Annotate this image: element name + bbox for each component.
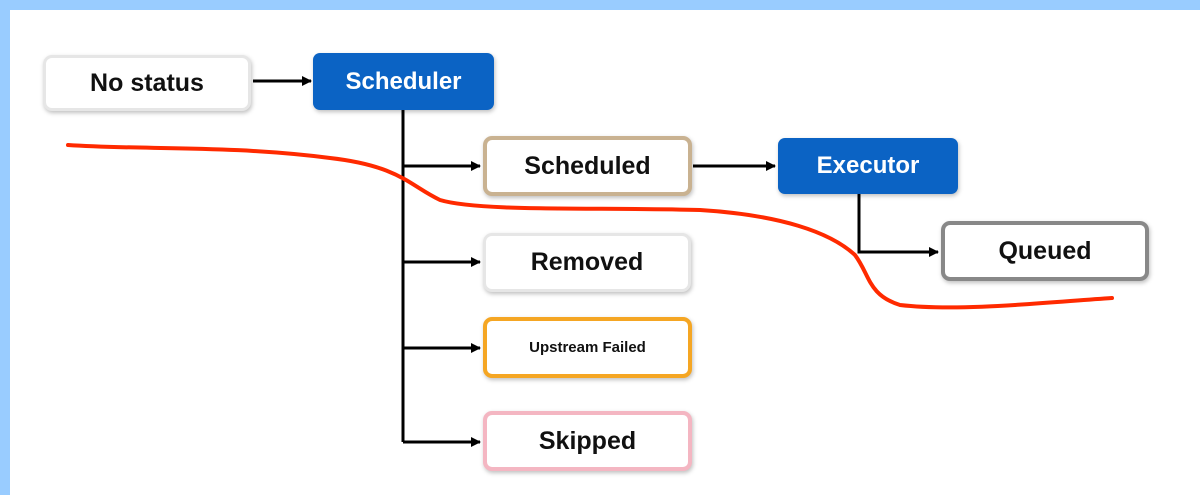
node-scheduler: Scheduler (313, 53, 494, 110)
node-skipped: Skipped (483, 411, 692, 471)
node-no-status-label: No status (90, 68, 204, 97)
node-upstream-failed-label: Upstream Failed (529, 339, 646, 356)
node-skipped-label: Skipped (538, 426, 637, 455)
red-annotation-line (66, 143, 1114, 310)
node-queued-label: Queued (998, 236, 1092, 265)
node-executor: Executor (778, 138, 958, 194)
node-scheduler-label: Scheduler (345, 67, 462, 95)
edge-executor-queued (857, 193, 939, 257)
node-scheduled: Scheduled (483, 136, 692, 196)
node-executor-label: Executor (816, 152, 920, 179)
node-queued: Queued (941, 221, 1149, 281)
node-removed-label: Removed (530, 248, 644, 276)
node-upstream-failed: Upstream Failed (483, 317, 692, 378)
node-scheduled-label: Scheduled (524, 151, 651, 180)
node-removed: Removed (483, 233, 691, 292)
node-no-status: No status (43, 55, 251, 111)
